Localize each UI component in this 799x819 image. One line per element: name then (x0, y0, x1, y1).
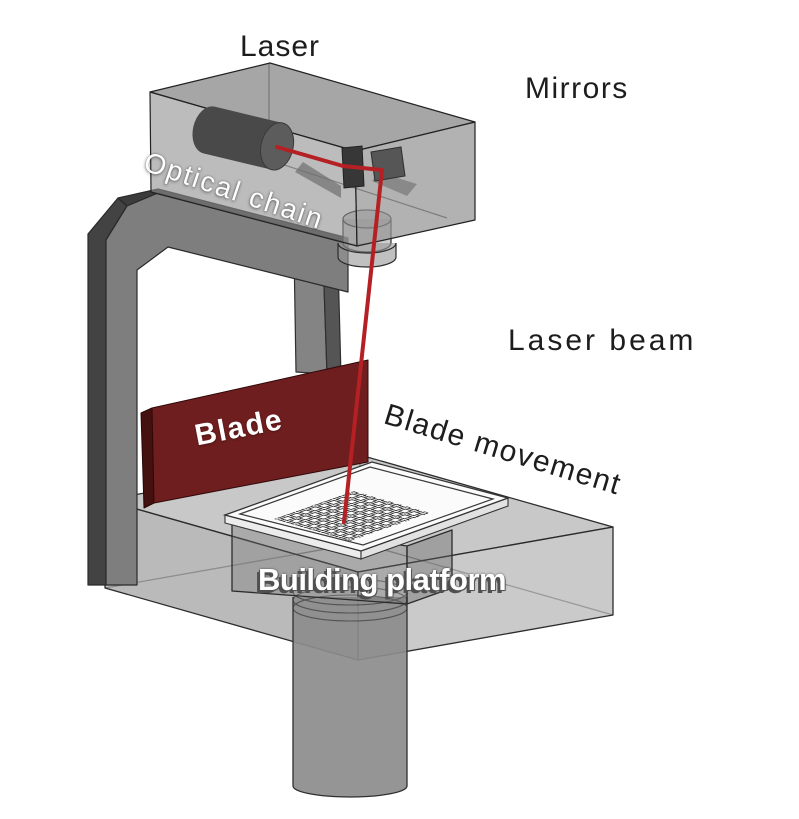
mirrors-label: Mirrors (525, 72, 629, 105)
laser-beam-label: Laser beam (508, 324, 697, 357)
frame-front-face (105, 192, 349, 586)
mirror-2 (370, 146, 406, 182)
piston-cylinder (292, 578, 408, 798)
blade-front-face (151, 359, 369, 504)
printed-lattice (274, 491, 430, 541)
blade (140, 359, 369, 509)
laser-label: Laser (240, 30, 321, 63)
plate-inner-border (237, 466, 496, 546)
mirror-shadow-left (295, 162, 341, 198)
pedestal-right-face (406, 529, 453, 605)
laser-beam-line (275, 145, 384, 524)
build-plate (222, 461, 511, 560)
building-platform-label: Building platform (258, 562, 507, 597)
